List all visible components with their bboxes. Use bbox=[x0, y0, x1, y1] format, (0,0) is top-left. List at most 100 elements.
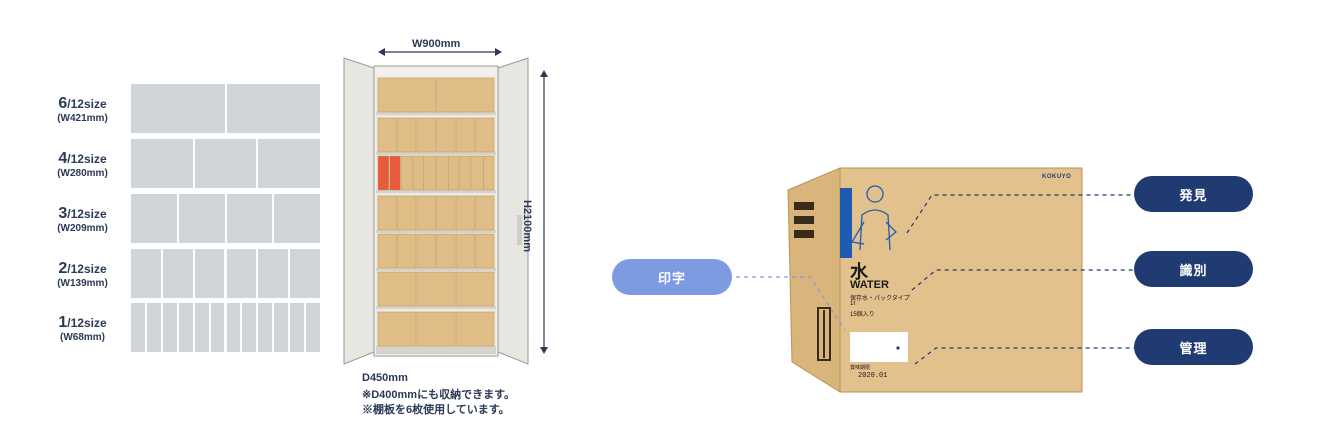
cabinet-illustration bbox=[338, 30, 568, 370]
size-cell bbox=[178, 194, 225, 243]
cabinet-box bbox=[377, 195, 397, 231]
box-line2: 1ℓ bbox=[850, 301, 856, 307]
size-fraction: /12size bbox=[67, 207, 107, 221]
cabinet-box bbox=[436, 77, 495, 113]
size-row: 3/12size(W209mm) bbox=[0, 194, 330, 244]
cabinet-box bbox=[436, 195, 456, 231]
size-width: (W209mm) bbox=[57, 223, 108, 234]
size-row: 2/12size (W139mm) bbox=[0, 249, 330, 299]
size-width: (W421mm) bbox=[57, 113, 108, 124]
size-cell bbox=[226, 303, 241, 352]
size-cell bbox=[194, 139, 257, 188]
size-cell bbox=[242, 303, 257, 352]
cabinet-svg bbox=[343, 48, 548, 365]
cabinet-box bbox=[416, 311, 456, 347]
print-badge: 印字 bbox=[612, 259, 732, 295]
cabinet-box bbox=[455, 233, 475, 269]
cabinet-box bbox=[483, 155, 495, 191]
size-cell bbox=[131, 249, 161, 298]
size-label: 6/12size(W421mm) bbox=[40, 96, 125, 124]
cabinet-box bbox=[412, 155, 425, 191]
size-cell bbox=[290, 249, 320, 298]
find-badge: 発見 bbox=[1134, 176, 1253, 212]
size-label: 2/12size (W139mm) bbox=[40, 261, 125, 289]
cabinet-box bbox=[455, 195, 475, 231]
size-fraction: /12size bbox=[67, 262, 107, 276]
cabinet-box bbox=[455, 271, 495, 307]
size-cell bbox=[258, 303, 273, 352]
cabinet-box bbox=[447, 155, 460, 191]
note-depth: ※D400mmにも収納できます。 bbox=[362, 389, 515, 401]
box-date: 2020.01 bbox=[858, 372, 888, 380]
size-fraction: /12size bbox=[67, 316, 107, 330]
cabinet-box bbox=[459, 155, 471, 191]
box-line1: 保存水・パックタイプ bbox=[850, 296, 910, 302]
size-cell bbox=[226, 249, 257, 298]
size-cell bbox=[274, 194, 320, 243]
cabinet-shelf bbox=[376, 190, 496, 193]
cabinet-box bbox=[455, 311, 495, 347]
size-width: (W139mm) bbox=[57, 278, 108, 289]
cabinet-box bbox=[475, 233, 495, 269]
cabinet-box bbox=[424, 155, 436, 191]
cabinet-box bbox=[377, 117, 397, 153]
size-cell bbox=[258, 249, 289, 298]
cabinet-shelf bbox=[376, 230, 496, 233]
size-cell bbox=[146, 303, 161, 352]
size-fraction: /12size bbox=[67, 152, 107, 166]
size-cell bbox=[162, 303, 177, 352]
size-cell bbox=[290, 303, 305, 352]
size-cell bbox=[131, 84, 225, 133]
identify-badge: 識別 bbox=[1134, 251, 1253, 287]
cabinet-box bbox=[471, 155, 483, 191]
cabinet-box bbox=[416, 117, 436, 153]
size-cell bbox=[226, 84, 320, 133]
box-line3: 15個入り bbox=[850, 312, 875, 318]
cabinet-box bbox=[436, 155, 448, 191]
size-row: 4/12size (W280mm) bbox=[0, 139, 330, 189]
size-cell bbox=[131, 139, 193, 188]
cabinet-box bbox=[436, 233, 456, 269]
size-cell bbox=[194, 303, 209, 352]
size-cell bbox=[194, 249, 225, 298]
manage-badge: 管理 bbox=[1134, 329, 1253, 365]
cabinet-shelf bbox=[376, 346, 496, 349]
cabinet-box bbox=[389, 155, 401, 191]
cabinet-box bbox=[377, 155, 389, 191]
note-shelves: ※棚板を6枚使用しています。 bbox=[362, 404, 510, 416]
cabinet-box bbox=[377, 233, 397, 269]
cabinet-box bbox=[377, 271, 417, 307]
cabinet-box bbox=[397, 117, 417, 153]
cabinet-box bbox=[397, 195, 417, 231]
size-row: 1/12size (W68mm) bbox=[0, 303, 330, 353]
size-width: (W280mm) bbox=[57, 168, 108, 179]
cabinet-box bbox=[475, 117, 495, 153]
size-row: 6/12size(W421mm) bbox=[0, 84, 330, 134]
water-box-illustration bbox=[780, 160, 1090, 400]
cabinet-box bbox=[475, 195, 495, 231]
height-label: H2100mm bbox=[521, 200, 533, 252]
brand-text: KOKUYO bbox=[1042, 174, 1072, 180]
cabinet-shelf bbox=[376, 268, 496, 271]
cabinet-shelf bbox=[376, 152, 496, 155]
size-number: 2 bbox=[58, 260, 68, 277]
box-date-label: 賞味期限 bbox=[850, 365, 871, 371]
cabinet-shelf bbox=[376, 306, 496, 309]
size-cell bbox=[210, 303, 225, 352]
size-cell bbox=[258, 139, 320, 188]
size-cell bbox=[306, 303, 320, 352]
water-box-svg bbox=[787, 167, 1083, 393]
size-cell bbox=[162, 249, 193, 298]
size-number: 4 bbox=[58, 150, 68, 167]
depth-label: D450mm bbox=[362, 372, 408, 384]
size-cell bbox=[226, 194, 273, 243]
size-cell bbox=[131, 303, 145, 352]
cabinet-box bbox=[416, 271, 456, 307]
size-label: 3/12size(W209mm) bbox=[40, 206, 125, 234]
cabinet-box bbox=[397, 233, 417, 269]
cabinet-shelf bbox=[376, 112, 496, 115]
size-label: 4/12size (W280mm) bbox=[40, 151, 125, 179]
size-width: (W68mm) bbox=[59, 332, 105, 343]
cabinet-box bbox=[401, 155, 413, 191]
size-number: 1 bbox=[58, 314, 68, 331]
